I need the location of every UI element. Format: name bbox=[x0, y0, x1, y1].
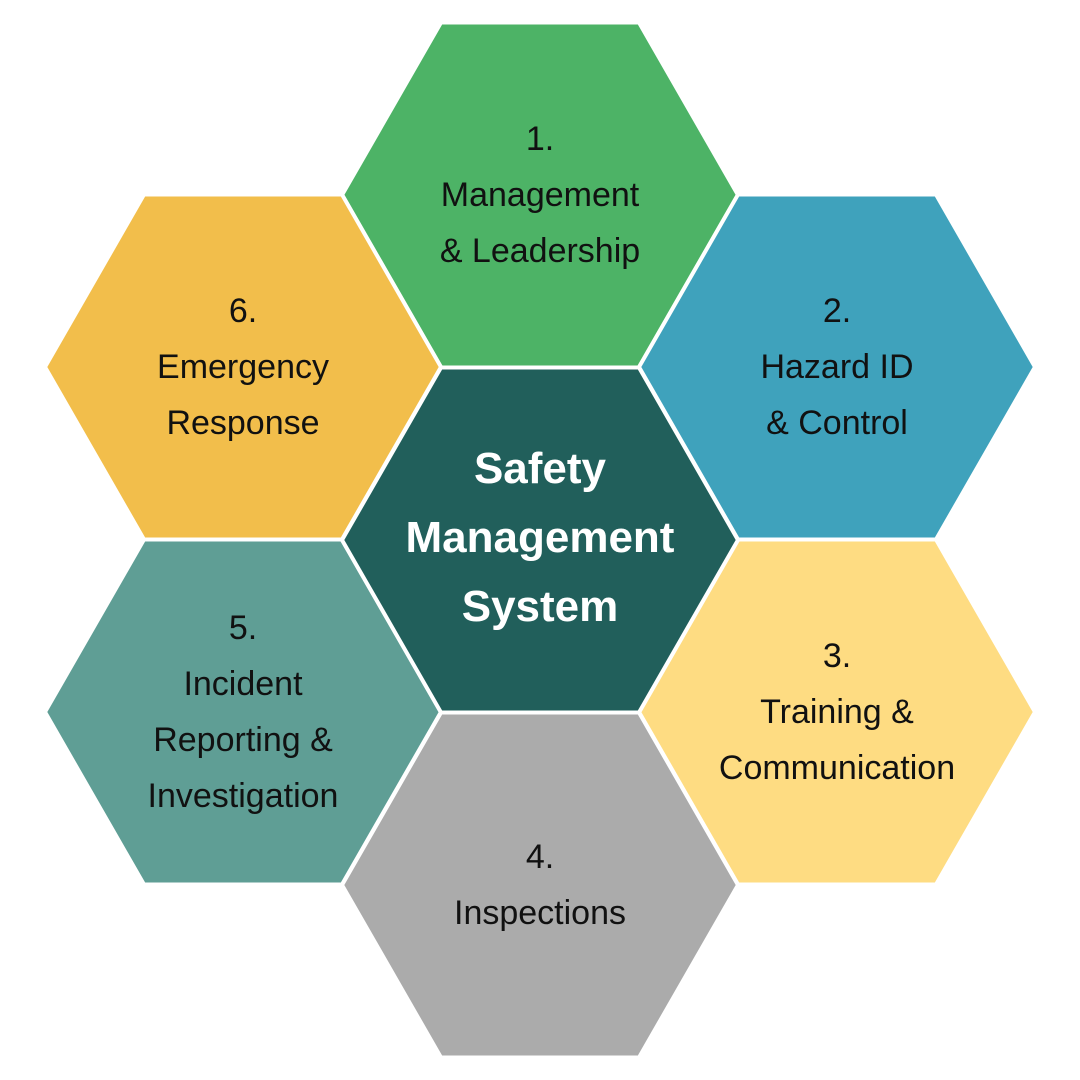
element-label-2-line: 2. bbox=[822, 292, 852, 330]
element-label-5-line: 5. bbox=[228, 609, 258, 647]
element-label-6-line: 6. bbox=[228, 292, 258, 330]
hexagon-center bbox=[340, 365, 740, 715]
element-label-2: 2. Hazard ID & Control bbox=[687, 283, 987, 451]
element-label-1: 1. Management & Leadership bbox=[390, 111, 690, 279]
center-title-line: Safety bbox=[473, 443, 607, 493]
element-label-5-line: Incident bbox=[183, 665, 303, 703]
element-label-4-line: Inspections bbox=[454, 894, 626, 932]
element-label-2-line: & Control bbox=[766, 404, 908, 442]
element-label-3-line: Communication bbox=[718, 749, 956, 787]
element-label-3-line: 3. bbox=[822, 637, 852, 675]
element-label-4-line: 4. bbox=[525, 838, 555, 876]
element-label-2-line: Hazard ID bbox=[760, 348, 914, 386]
element-label-1-line: Management bbox=[440, 176, 640, 214]
element-label-6-line: Response bbox=[166, 404, 320, 442]
element-label-6-line: Emergency bbox=[157, 348, 329, 386]
element-label-1-line: 1. bbox=[525, 120, 555, 158]
center-title-line: System bbox=[461, 581, 619, 631]
element-label-5-line: Investigation bbox=[147, 777, 339, 815]
element-label-4: 4. Inspections bbox=[390, 829, 690, 941]
center-title-line: Management bbox=[405, 512, 675, 562]
element-label-5-line: Reporting & bbox=[153, 721, 333, 759]
element-label-3: 3. Training & Communication bbox=[687, 628, 987, 796]
element-label-3-line: Training & bbox=[760, 693, 914, 731]
element-label-1-line: & Leadership bbox=[439, 232, 641, 270]
